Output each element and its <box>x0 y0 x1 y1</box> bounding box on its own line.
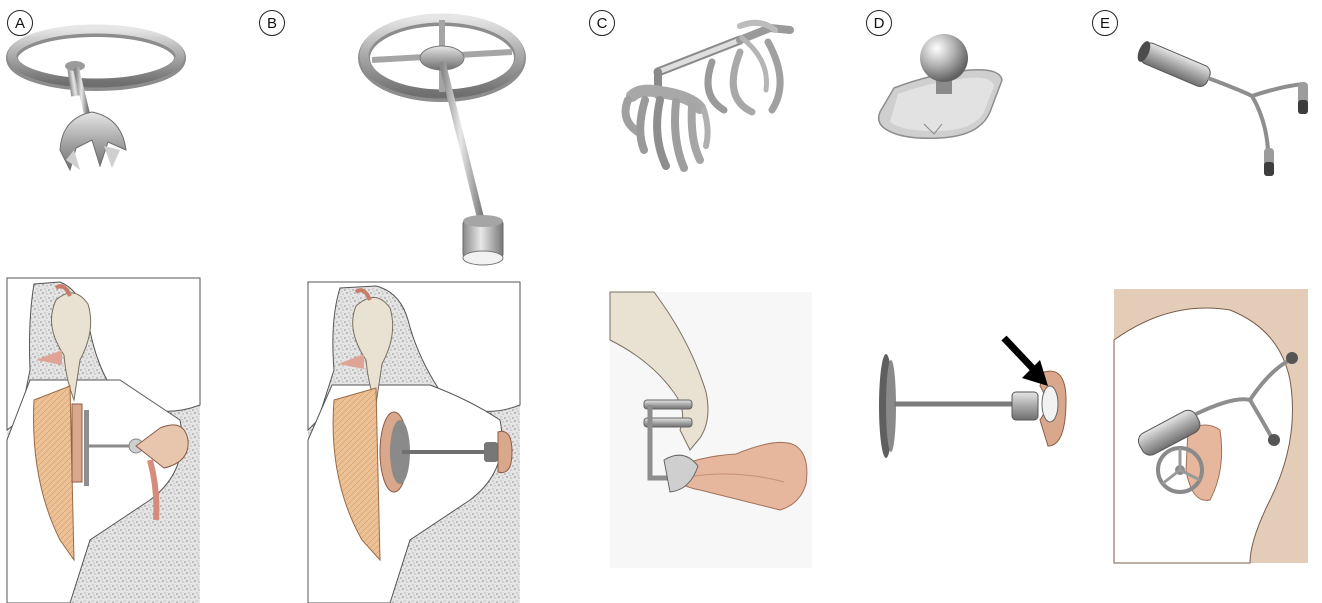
prosthesis-b-render <box>364 18 520 265</box>
prosthesis-c-render <box>626 23 790 168</box>
anatomy-e-illustration <box>1114 289 1308 563</box>
anatomy-b-illustration <box>308 282 520 603</box>
anatomy-c-illustration <box>610 292 812 568</box>
prosthesis-d-render <box>879 34 1002 138</box>
prosthesis-e-render <box>1135 39 1308 176</box>
prosthesis-a-render <box>12 29 180 170</box>
pointer-arrow <box>1004 338 1048 386</box>
anatomy-a-illustration <box>7 278 200 603</box>
